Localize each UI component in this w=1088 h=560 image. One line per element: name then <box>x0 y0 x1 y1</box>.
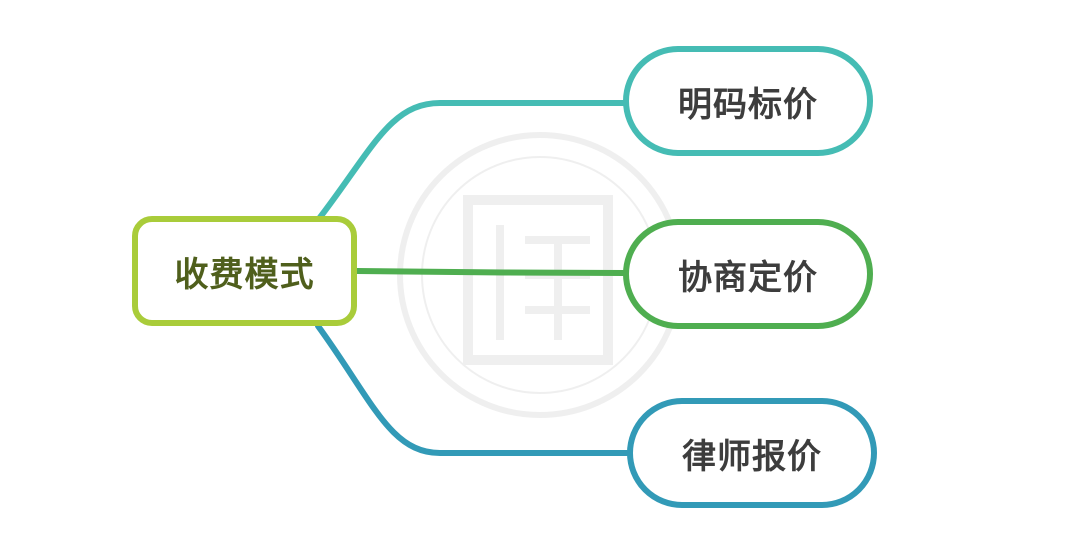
child-node-marked-price[interactable]: 明码标价 <box>623 46 873 156</box>
child-node-negotiated-price[interactable]: 协商定价 <box>623 219 873 329</box>
root-node[interactable]: 收费模式 <box>132 216 357 326</box>
child-node-label: 协商定价 <box>678 257 818 298</box>
root-node-label: 收费模式 <box>174 254 315 295</box>
child-node-label: 律师报价 <box>682 436 822 477</box>
connector-2 <box>315 323 630 456</box>
connector-1 <box>354 268 626 276</box>
connector-0 <box>315 100 626 223</box>
child-node-lawyer-quote[interactable]: 律师报价 <box>627 398 877 508</box>
child-node-label: 明码标价 <box>678 84 818 125</box>
